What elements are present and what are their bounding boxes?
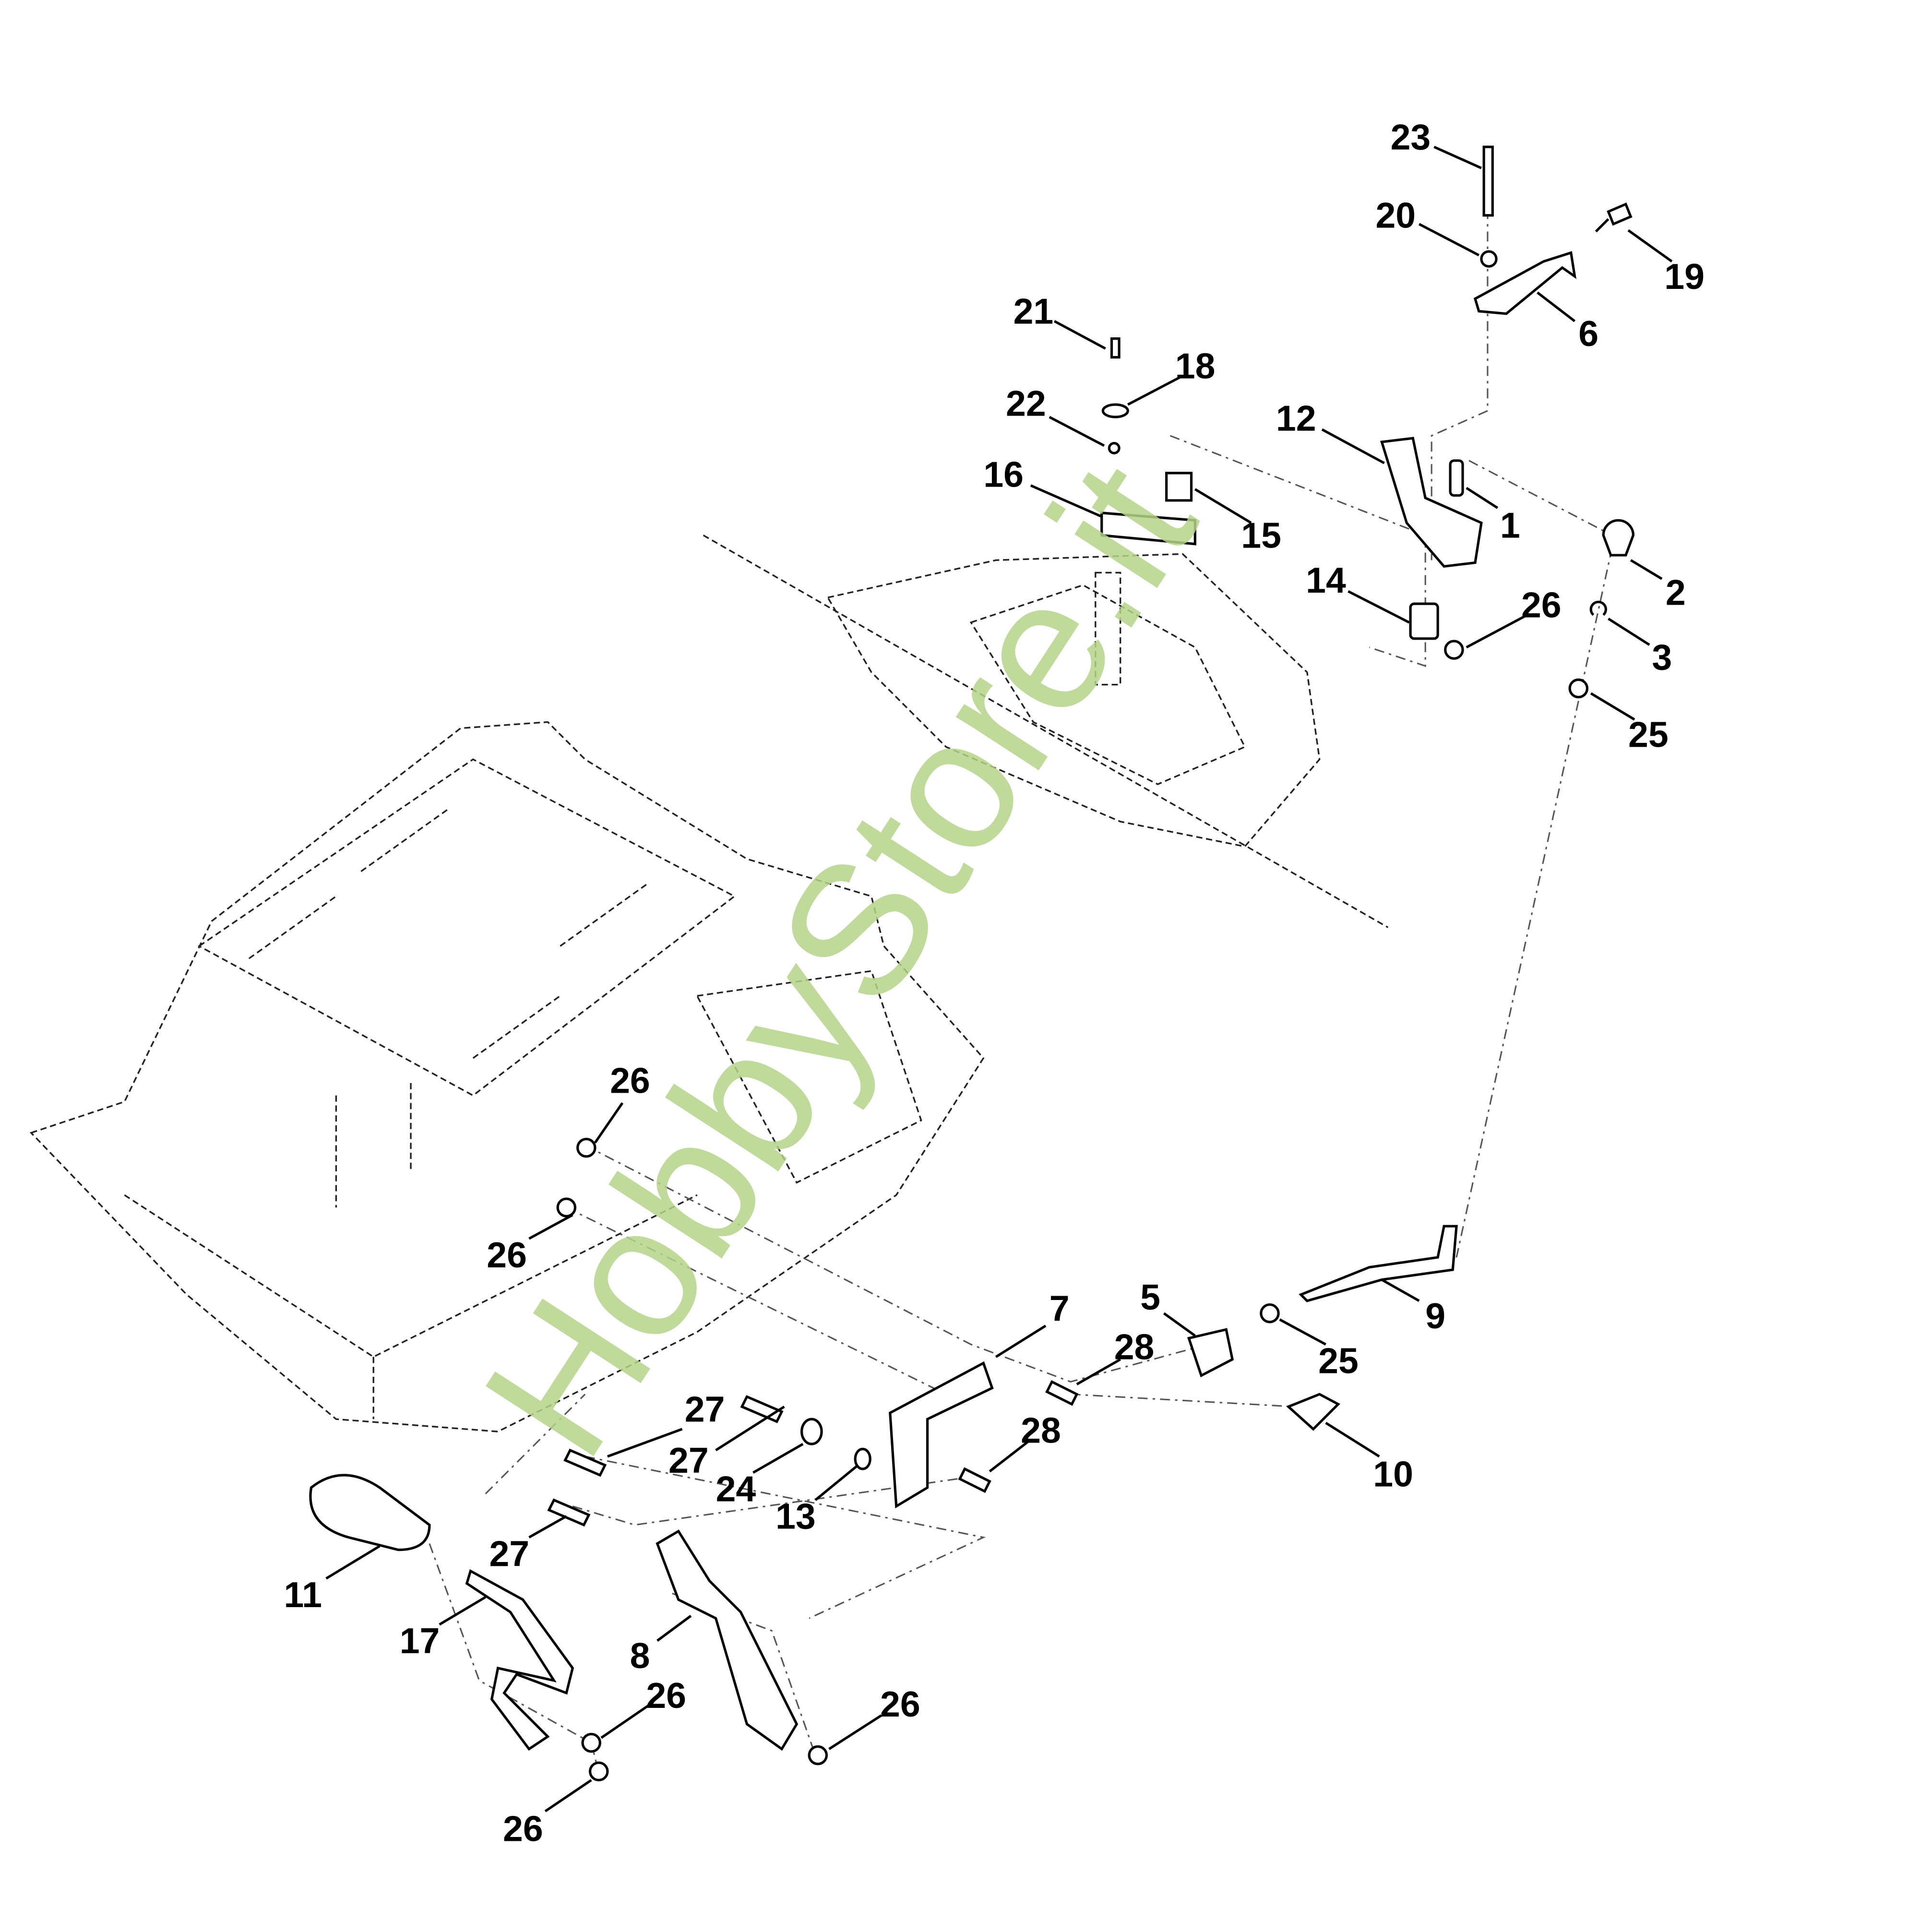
bolt-21 [1110,337,1121,359]
nut-26-c [556,1197,577,1218]
callout-27: 27 [668,1440,709,1480]
callout-9: 9 [1425,1296,1445,1336]
nut-26-d [581,1732,601,1753]
knob-11 [309,1474,431,1551]
bolt-23 [1482,145,1494,217]
callout-17: 17 [400,1621,440,1661]
transaxle-ghost [703,534,1389,929]
clip-10 [1286,1393,1340,1431]
nut-26-e [588,1761,609,1782]
bracket-8 [656,1529,799,1751]
callout-26: 26 [1521,585,1562,625]
callout-26: 26 [646,1675,686,1716]
bolt-19 [1595,202,1633,233]
bracket-6 [1473,251,1577,315]
callout-28: 28 [1021,1410,1061,1451]
callout-24: 24 [716,1468,756,1509]
nut-25-a [1568,678,1589,699]
lever-12 [1380,437,1483,568]
bolt-28-a [1045,1380,1079,1406]
callout-22: 22 [1006,383,1046,423]
callout-27: 27 [685,1389,725,1429]
clevis-5 [1187,1328,1234,1378]
bolt-27-a [740,1395,784,1423]
washer-13 [854,1447,871,1470]
callout-26: 26 [880,1684,920,1724]
callout-26: 26 [503,1809,543,1849]
shift-lever-17 [465,1569,574,1751]
washer-20 [1480,250,1498,268]
callout-2: 2 [1666,572,1686,613]
callout-19: 19 [1664,256,1705,297]
callout-25: 25 [1318,1340,1359,1381]
callout-7: 7 [1049,1288,1070,1328]
clip-3 [1589,600,1607,616]
arm-16 [1100,511,1196,546]
callout-18: 18 [1175,346,1216,386]
callout-28: 28 [1114,1327,1155,1367]
bolt-27-c [547,1498,591,1527]
nut-25-b [1260,1303,1280,1324]
callout-21: 21 [1014,291,1054,331]
rod-9 [1299,1225,1458,1302]
callout-26: 26 [487,1235,527,1275]
plate-7 [889,1361,994,1509]
callout-1: 1 [1500,505,1520,546]
parts [309,145,1635,1782]
callout-6: 6 [1578,313,1598,354]
nut-26-f [808,1745,828,1765]
callout-labels: 23 20 19 6 21 18 22 12 16 15 1 2 14 26 3… [284,117,1704,1849]
washer-24 [800,1418,823,1445]
spacer-14 [1409,602,1439,640]
ball-stud-1 [1449,459,1464,497]
callout-12: 12 [1276,398,1316,439]
bolt-27-b [563,1448,607,1477]
leader-lines [325,145,1673,1813]
assembly-lines [429,187,1613,1768]
bolt-28-b [958,1467,991,1493]
callout-23: 23 [1391,117,1431,157]
callout-8: 8 [630,1635,650,1676]
callout-15: 15 [1241,515,1281,555]
washer-22 [1108,441,1121,454]
ball-joint-2 [1602,519,1635,557]
washer-18 [1101,403,1129,418]
callout-27: 27 [489,1533,529,1574]
callout-25: 25 [1628,714,1669,754]
callout-11: 11 [284,1574,322,1615]
callout-5: 5 [1140,1277,1160,1317]
callout-26: 26 [610,1061,650,1101]
callout-14: 14 [1306,560,1346,600]
nut-26-b [576,1137,596,1158]
bushing-15 [1165,472,1193,502]
callout-3: 3 [1652,637,1672,678]
callout-20: 20 [1375,195,1416,236]
callout-13: 13 [775,1496,816,1537]
callout-16: 16 [983,454,1024,494]
callout-10: 10 [1373,1454,1413,1494]
nut-26-a [1444,640,1464,660]
